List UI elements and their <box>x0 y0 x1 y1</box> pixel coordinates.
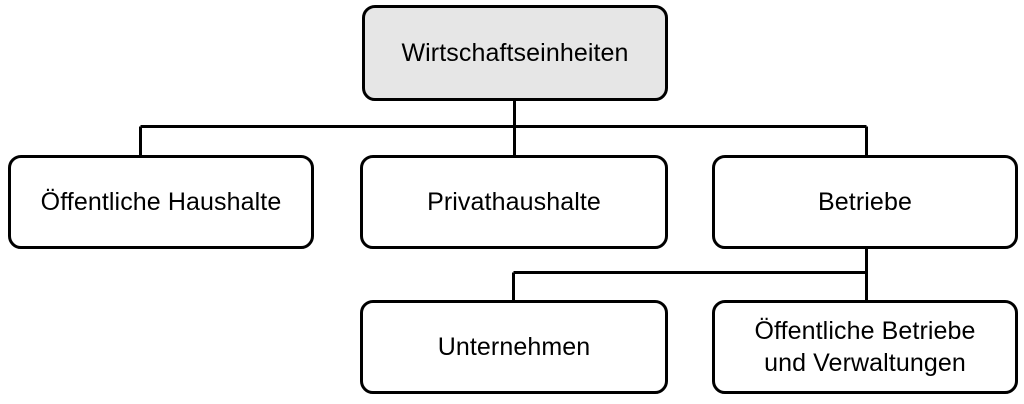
node-label: Betriebe <box>818 188 912 216</box>
node-oeffentliche-betriebe-und-verwaltungen[interactable]: Öffentliche Betriebe und Verwaltungen <box>712 300 1018 394</box>
node-label: Privathaushalte <box>427 188 601 216</box>
node-label: Unternehmen <box>437 333 591 361</box>
node-privathaushalte[interactable]: Privathaushalte <box>360 155 668 249</box>
node-label: Wirtschaftseinheiten <box>401 39 629 67</box>
node-wirtschaftseinheiten[interactable]: Wirtschaftseinheiten <box>362 5 668 101</box>
node-label: Öffentliche Betriebe und Verwaltungen <box>754 317 976 377</box>
node-betriebe[interactable]: Betriebe <box>712 155 1018 249</box>
node-unternehmen[interactable]: Unternehmen <box>360 300 668 394</box>
node-label: Öffentliche Haushalte <box>40 188 282 216</box>
node-oeffentliche-haushalte[interactable]: Öffentliche Haushalte <box>8 155 314 249</box>
